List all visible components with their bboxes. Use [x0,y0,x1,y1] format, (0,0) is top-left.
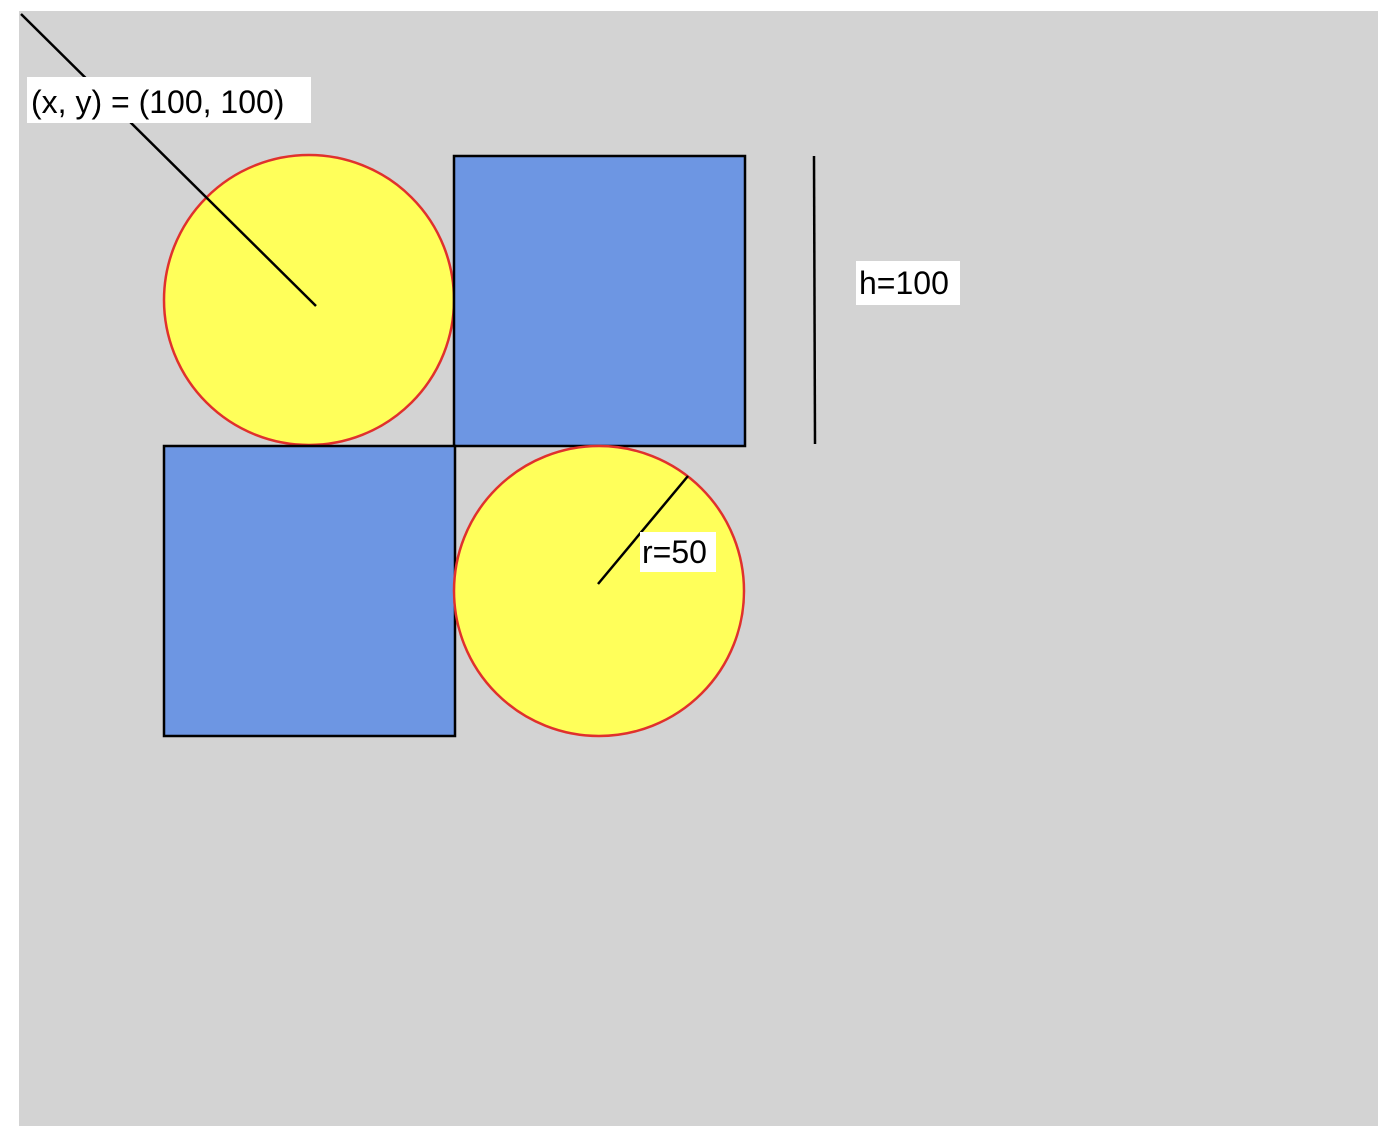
height-measure-line [812,155,817,445]
radius-label-text: r=50 [642,534,707,570]
square-top-right [452,154,747,448]
height-label: h=100 [856,261,960,305]
coordinate-pointer-line [20,13,317,307]
corner-coordinate-label: (x, y) = (100, 100) [27,77,311,123]
radius-label-background [640,532,716,572]
height-label-text: h=100 [859,265,949,301]
square-bottom-left [162,444,457,738]
circle-bottom-right [452,444,746,738]
radius-line [597,475,689,585]
radius-label: r=50 [640,532,716,572]
corner-label-background [27,77,311,123]
height-label-background [856,261,960,305]
corner-label-text: (x, y) = (100, 100) [31,84,284,120]
